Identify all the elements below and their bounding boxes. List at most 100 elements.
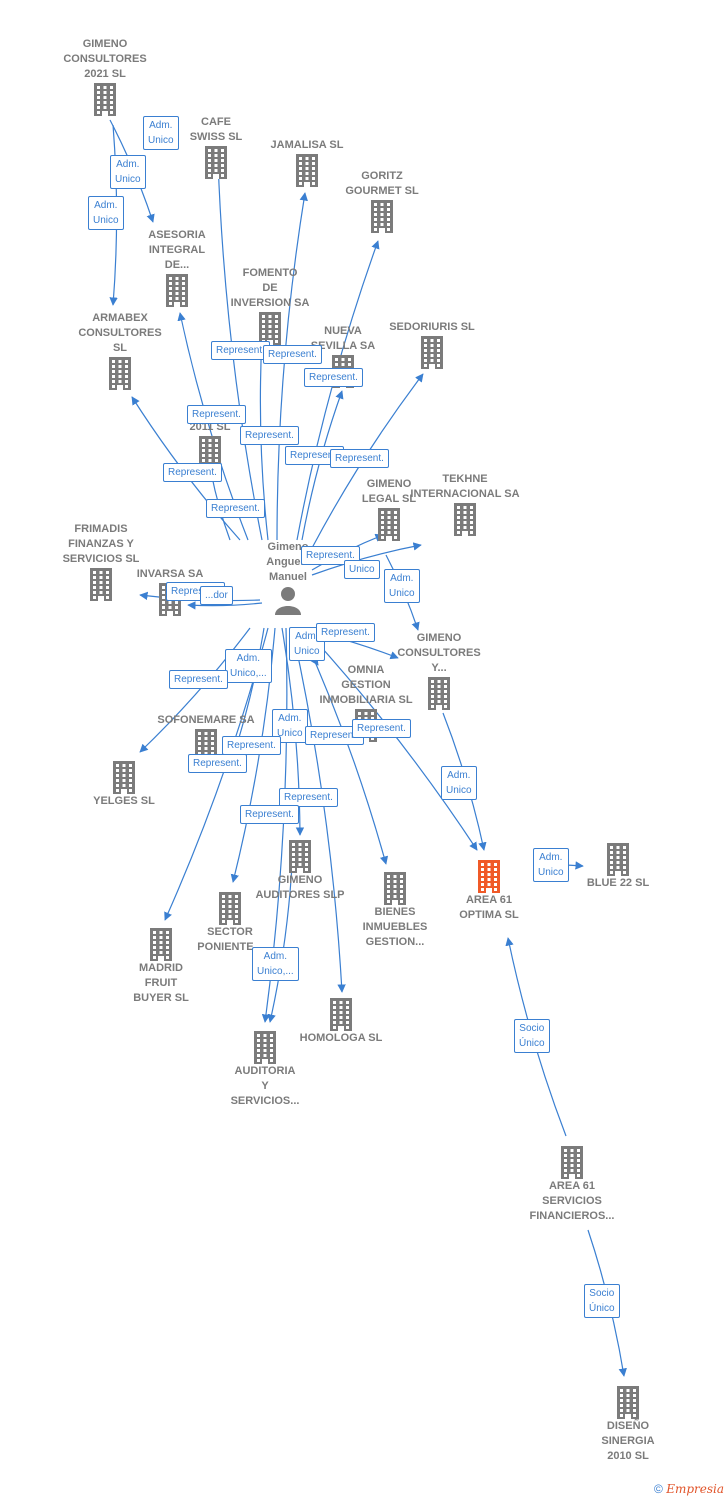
edge-label-line: Unico	[538, 867, 564, 878]
edge-label: Represent.	[187, 405, 246, 424]
building-icon	[166, 274, 188, 307]
edge-label-line: Unico	[446, 785, 472, 796]
node-label-line: SECTOR	[207, 926, 253, 938]
edge-label-line: Represent.	[268, 349, 317, 360]
edge-label-line: Adm.	[390, 573, 414, 584]
node-label-line: TEKHNE	[442, 473, 488, 485]
node-sedoriuris[interactable]: SEDORIURIS SL	[372, 320, 492, 369]
node-label-line: SWISS SL	[189, 131, 243, 143]
edge-label-line: Represent.	[306, 550, 355, 561]
node-yelges[interactable]: YELGES SL	[64, 760, 184, 809]
relation-edge	[139, 627, 251, 753]
edge-label-line: Único	[589, 1303, 615, 1314]
node-label-line: GOURMET SL	[345, 185, 419, 197]
edge-label-line: Represent.	[245, 809, 294, 820]
building-icon	[384, 872, 406, 905]
edge-label: Adm.Unico	[88, 196, 124, 230]
node-label-line: JAMALISA SL	[270, 139, 344, 151]
node-label-line: NUEVA	[324, 325, 362, 337]
node-label-line: SEDORIURIS SL	[389, 321, 475, 333]
node-blue22[interactable]: BLUE 22 SL	[558, 842, 678, 891]
relation-edge	[296, 240, 380, 541]
node-tekhne[interactable]: TEKHNE INTERNACIONAL SA	[405, 472, 525, 536]
building-icon	[330, 998, 352, 1031]
edge-label: Represent.	[316, 623, 375, 642]
node-label-line: LEGAL SL	[361, 493, 417, 505]
edge-label-line: Unico	[93, 215, 119, 226]
node-label-line: GIMENO	[277, 874, 323, 886]
node-label-line: Angue...	[266, 556, 310, 568]
edge-label: Represent.	[263, 345, 322, 364]
edge-label-line: Represent.	[171, 586, 220, 597]
node-label-line: CONSULTORES	[63, 53, 147, 65]
edge-label-line: Represent.	[310, 730, 359, 741]
edge-label: Adm.Unico	[533, 848, 569, 882]
node-label-line: FOMENTO	[242, 267, 298, 279]
edge-label-line: Unico	[294, 646, 320, 657]
node-label-line: GIMENO	[82, 38, 128, 50]
building-icon	[113, 761, 135, 794]
node-label-line: INTERNACIONAL SA	[410, 488, 520, 500]
node-label-line: DE...	[164, 259, 190, 271]
node-label-line: MADRID	[139, 962, 183, 974]
edge-label: Adm.Unico,...	[252, 947, 299, 981]
node-label-line: SERVICIOS...	[230, 1095, 300, 1107]
node-homologa[interactable]: HOMOLOGA SL	[281, 997, 401, 1046]
node-label-line: FRIMADIS	[74, 523, 128, 535]
edge-label: Represent.	[330, 449, 389, 468]
node-gimenoaud[interactable]: GIMENO AUDITORES SLP	[240, 839, 360, 903]
node-label-line: CAFE	[201, 116, 231, 128]
relation-edge	[187, 601, 263, 610]
node-cafe[interactable]: CAFE SWISS SL	[156, 115, 276, 179]
node-label: GIMENO CONSULTORES 2021 SL	[45, 37, 165, 82]
node-label-line: 2011 SL	[189, 421, 231, 433]
edge-label: Represent.	[169, 670, 228, 689]
building-icon	[205, 146, 227, 179]
node-jamalisa[interactable]: JAMALISA SL	[247, 138, 367, 187]
edge-label-line: Unico	[389, 588, 415, 599]
node-label-line: AUDITORES SLP	[255, 889, 345, 901]
edge-label: Adm.Unico,...	[225, 649, 272, 683]
edge-label-line: Unico	[115, 174, 141, 185]
edge-label: Represent.	[240, 426, 299, 445]
node-label-line: 2021 SL	[84, 68, 126, 80]
edge-label: ...dor	[200, 586, 233, 605]
node-sofonemare[interactable]: SOFONEMARE SA	[146, 713, 266, 762]
node-label-line: GESTION...	[365, 936, 425, 948]
node-gimeno2021[interactable]: GIMENO CONSULTORES 2021 SL	[45, 37, 165, 116]
edge-label-line: Socio	[519, 1023, 545, 1034]
edge-label-line: Adm.	[236, 653, 261, 664]
edge-label-line: Represent.	[168, 467, 217, 478]
node-label: TEKHNE INTERNACIONAL SA	[405, 472, 525, 502]
building-icon	[607, 843, 629, 876]
edge-label-line: Adm.	[263, 951, 288, 962]
edge-label-line: Adm.	[447, 770, 471, 781]
edge-label: Represent.	[352, 719, 411, 738]
node-label-line: BLUE 22 SL	[586, 877, 650, 889]
node-label: INVARSA SA	[110, 567, 230, 582]
building-icon	[289, 840, 311, 873]
edge-label: Represent.	[211, 341, 270, 360]
edge-label: Represent.	[188, 754, 247, 773]
node-label-line: FRUIT	[144, 977, 178, 989]
